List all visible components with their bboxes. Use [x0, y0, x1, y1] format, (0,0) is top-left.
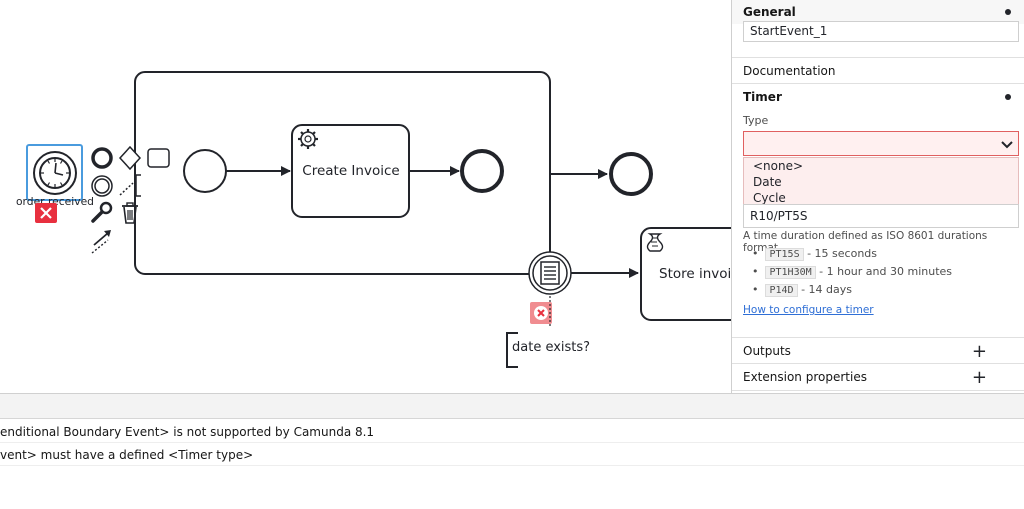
example-item: • PT1H30M - 1 hour and 30 minutes: [752, 265, 953, 279]
end-event[interactable]: [609, 152, 653, 196]
add-output-plus-icon[interactable]: +: [971, 341, 987, 362]
divider: [0, 442, 1024, 443]
timer-value-input[interactable]: R10/PT5S: [743, 204, 1019, 228]
timer-status-dot-icon: [1005, 94, 1011, 100]
example-code: PT1H30M: [765, 266, 816, 279]
general-status-dot-icon: [1005, 9, 1011, 15]
example-item: • PT15S - 15 seconds: [752, 247, 878, 261]
timer-value-text: R10/PT5S: [750, 209, 808, 223]
extension-section-title: Extension properties: [743, 370, 867, 384]
id-field-value: StartEvent_1: [750, 24, 828, 38]
append-task-icon[interactable]: [147, 148, 170, 168]
timer-type-select[interactable]: [743, 131, 1019, 156]
error-x-icon: [40, 207, 52, 219]
dropdown-option-date[interactable]: Date: [753, 175, 782, 189]
selection-outline: [26, 144, 83, 201]
service-task-gear-icon: [298, 129, 318, 149]
context-pad: [91, 145, 170, 254]
task-store-invoice-label: Store invoice: [659, 266, 747, 282]
id-field[interactable]: StartEvent_1: [743, 21, 1019, 42]
timer-type-dropdown-list: <none> Date Cycle: [743, 157, 1019, 206]
chevron-down-icon: [1001, 141, 1013, 149]
append-gateway-icon[interactable]: [118, 145, 142, 171]
example-code: P14D: [765, 284, 798, 297]
example-text: - 1 hour and 30 minutes: [819, 265, 953, 278]
timer-start-event[interactable]: [33, 151, 77, 195]
problems-panel: enditional Boundary Event> is not suppor…: [0, 393, 1024, 509]
general-section-title: General: [743, 5, 796, 19]
conditional-boundary-event[interactable]: [528, 251, 572, 295]
problem-row[interactable]: enditional Boundary Event> is not suppor…: [0, 425, 375, 439]
boundary-error-badge[interactable]: [530, 302, 552, 324]
example-text: - 14 days: [801, 283, 853, 296]
dropdown-option-cycle[interactable]: Cycle: [753, 191, 786, 205]
dropdown-option-none[interactable]: <none>: [753, 159, 804, 173]
error-x-icon: [537, 309, 545, 317]
change-type-wrench-icon[interactable]: [91, 201, 113, 223]
extension-section-header[interactable]: Extension properties +: [732, 364, 1024, 391]
append-intermediate-event-icon[interactable]: [91, 175, 113, 197]
timer-clock-icon: [39, 157, 71, 189]
example-text: - 15 seconds: [807, 247, 878, 260]
task-create-invoice[interactable]: Create Invoice: [291, 124, 410, 218]
general-section-header[interactable]: General: [732, 0, 1024, 24]
divider: [0, 465, 1024, 466]
properties-panel: General StartEvent_1 Documentation Timer…: [731, 0, 1024, 393]
add-extension-plus-icon[interactable]: +: [971, 367, 987, 388]
conditional-document-icon: [540, 261, 560, 285]
task-create-invoice-label: Create Invoice: [302, 163, 399, 179]
outputs-section-header[interactable]: Outputs +: [732, 337, 1024, 364]
problem-row[interactable]: vent> must have a defined <Timer type>: [0, 448, 254, 462]
script-task-icon: [646, 233, 664, 252]
timer-section-header[interactable]: Timer: [732, 84, 1024, 111]
text-annotation-bracket: [506, 332, 518, 368]
timer-type-label: Type: [743, 114, 769, 127]
append-text-annotation-icon[interactable]: [119, 174, 141, 197]
outputs-section-title: Outputs: [743, 344, 791, 358]
subprocess-end-event[interactable]: [460, 149, 504, 193]
example-code: PT15S: [765, 248, 804, 261]
timer-help-link[interactable]: How to configure a timer: [743, 304, 874, 316]
documentation-section-title: Documentation: [743, 64, 836, 78]
documentation-section-header[interactable]: Documentation: [732, 57, 1024, 84]
connect-arrow-icon[interactable]: [91, 230, 111, 254]
delete-trash-icon[interactable]: [122, 202, 138, 224]
start-event-error-badge[interactable]: [35, 203, 57, 223]
timer-section-title: Timer: [743, 90, 782, 104]
boundary-annotation-label: date exists?: [512, 340, 590, 355]
example-item: • P14D - 14 days: [752, 283, 853, 297]
append-end-event-icon[interactable]: [91, 147, 113, 169]
subprocess-start-event[interactable]: [183, 149, 227, 193]
problems-panel-header[interactable]: [0, 393, 1024, 419]
